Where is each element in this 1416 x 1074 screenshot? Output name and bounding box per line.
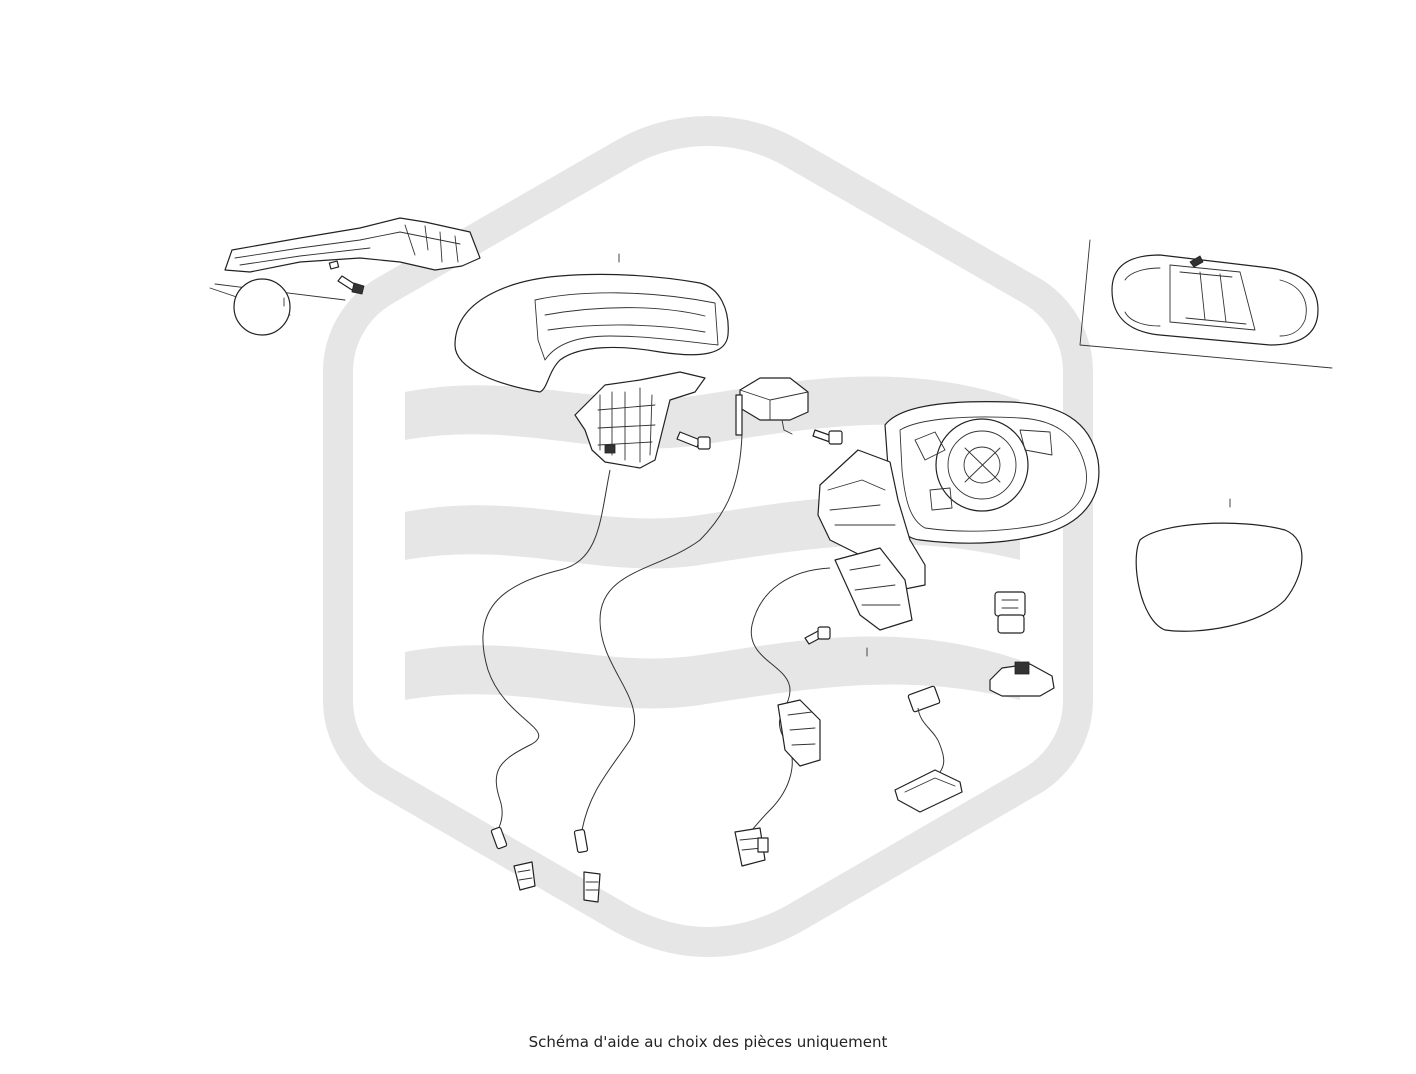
mirror-glass-part [1135,498,1303,632]
puddle-lamp-part [894,685,963,813]
wiring-harness-part [734,567,831,867]
sensor-module-part [735,377,809,436]
screw-housing [804,626,831,645]
puddle-light-holder-part [989,661,1055,697]
mirror-bracket-part [574,371,706,469]
screw-small [337,275,365,295]
diagram-caption: Schéma d'aide au choix des pièces unique… [528,1033,888,1051]
camera-cable-left [482,469,611,891]
detail-callout-circle [209,278,346,336]
screw-bracket [676,431,711,450]
motor-connector-part [994,591,1026,634]
turn-signal-part [224,217,481,273]
camera-cable-right [573,434,743,903]
vehicle-location-thumbnail [1079,239,1333,369]
mirror-cover-part [454,253,729,393]
mirror-housing-part [817,401,1100,657]
screw-sensor [812,429,843,445]
